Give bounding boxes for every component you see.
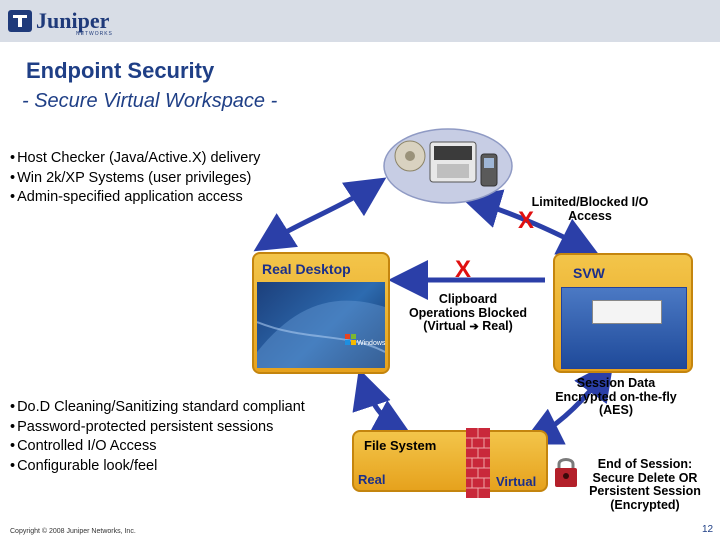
arrow-devices-svw	[460, 189, 599, 255]
limited-io-line-2: Access	[568, 208, 612, 223]
copyright-text: Copyright © 2008 Juniper Networks, Inc.	[10, 528, 136, 535]
svw-screen	[561, 287, 687, 369]
windows-wallpaper-icon	[256, 300, 386, 368]
svw-title: SVW	[573, 265, 605, 281]
arrow-desktop-filesystem	[352, 368, 413, 437]
padlock-icon	[555, 458, 577, 487]
session-encrypted-label: Session Data Encrypted on-the-fly (AES)	[550, 376, 682, 418]
session-line-1: Session Data	[576, 376, 656, 390]
firewall-wall	[466, 428, 490, 498]
bottom-bullet-list: Do.D Cleaning/Sanitizing standard compli…	[10, 398, 305, 476]
session-line-3: (AES)	[598, 403, 634, 417]
virtual-fs-label: Virtual	[496, 474, 537, 489]
header-bar: Juniper NETWORKS	[0, 0, 720, 42]
real-desktop-title: Real Desktop	[262, 261, 351, 277]
devices-icon	[383, 128, 513, 204]
real-fs-label: Real	[358, 472, 386, 487]
bullet-item: Configurable look/feel	[10, 457, 305, 477]
bullet-item: Admin-specified application access	[10, 188, 260, 208]
bullet-item: Do.D Cleaning/Sanitizing standard compli…	[10, 398, 305, 418]
end-line-3: Persistent Session	[589, 484, 701, 498]
limited-io-line-1: Limited/Blocked I/O	[531, 195, 649, 209]
juniper-logo-icon	[8, 10, 32, 32]
blocked-io-x-icon: X	[518, 207, 535, 234]
clipboard-line-3-pre: (Virtual	[423, 319, 467, 333]
lock-icon	[553, 455, 579, 489]
right-arrow-icon: ➔	[469, 321, 479, 333]
bullet-item: Controlled I/O Access	[10, 437, 305, 457]
bullet-item: Password-protected persistent sessions	[10, 418, 305, 438]
svw-panel: SVW	[553, 253, 693, 373]
svw-window	[592, 300, 662, 324]
desktop-screen: Windows	[256, 282, 386, 368]
logo-text: Juniper	[36, 8, 110, 33]
limited-io-label: Limited/Blocked I/O Access	[528, 195, 652, 223]
windows-text: Windows	[357, 340, 386, 347]
clipboard-label: Clipboard Operations Blocked (Virtual ➔ …	[398, 292, 538, 335]
bullet-item: Win 2k/XP Systems (user privileges)	[10, 169, 260, 189]
file-system-title: File System	[364, 438, 437, 453]
session-line-2: Encrypted on-the-fly	[555, 389, 677, 404]
clipboard-line-3-post: Real)	[482, 319, 513, 333]
firewall-icon	[466, 428, 490, 498]
end-line-4: (Encrypted)	[610, 497, 680, 512]
bullet-item: Host Checker (Java/Active.X) delivery	[10, 149, 260, 169]
clipboard-line-1: Clipboard	[438, 292, 498, 306]
page-subtitle: - Secure Virtual Workspace -	[22, 90, 278, 112]
file-system-panel: File System Real Virtual	[352, 430, 548, 492]
top-bullet-list: Host Checker (Java/Active.X) delivery Wi…	[10, 149, 260, 208]
logo-subtext: NETWORKS	[76, 31, 113, 37]
juniper-logo: Juniper NETWORKS	[6, 8, 124, 37]
end-line-1: End of Session:	[597, 457, 693, 471]
arrow-devices-desktop	[253, 177, 387, 252]
end-of-session-label: End of Session: Secure Delete OR Persist…	[582, 457, 708, 512]
real-desktop-panel: Real Desktop Windows	[252, 252, 390, 374]
page-title: Endpoint Security	[26, 58, 215, 83]
end-line-2: Secure Delete OR	[592, 470, 698, 485]
clipboard-line-2: Operations Blocked	[408, 305, 528, 320]
clipboard-blocked-x-icon: X	[455, 256, 472, 283]
page-number: 12	[702, 524, 714, 535]
clipboard-line-3: (Virtual ➔ Real)	[398, 319, 538, 335]
devices-cluster	[383, 126, 513, 204]
